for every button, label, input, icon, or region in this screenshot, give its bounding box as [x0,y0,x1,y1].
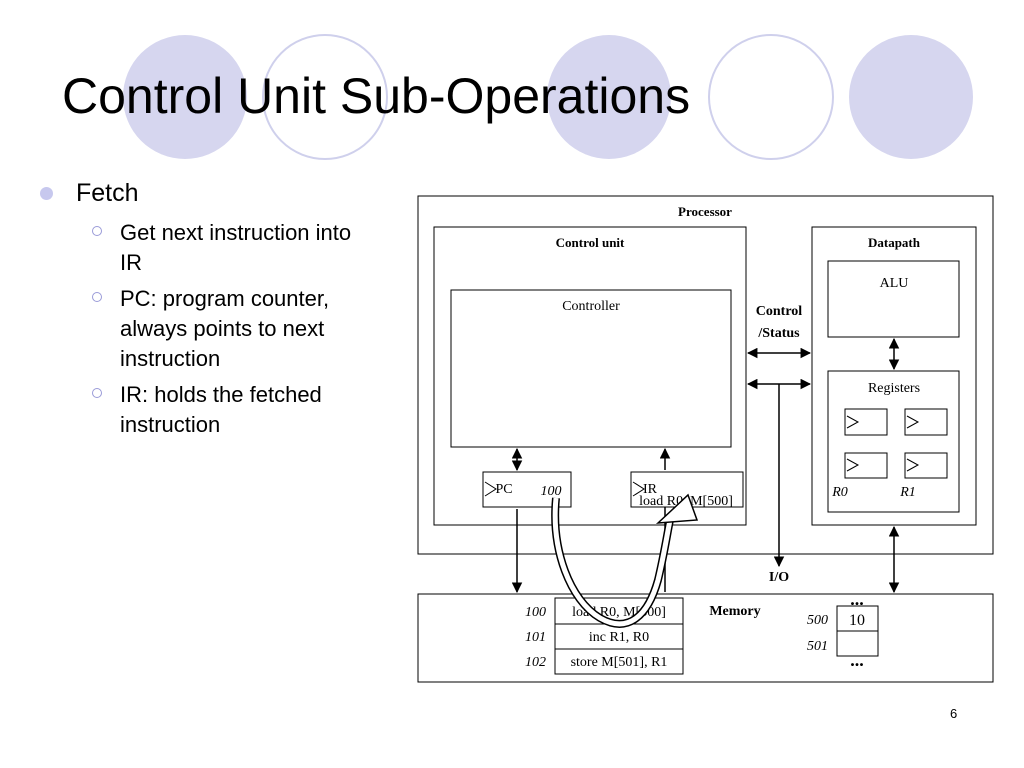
pc-value: 100 [541,484,562,499]
data-memory-cells [836,605,879,657]
io-label: I/O [769,570,789,585]
sub-bullet-list: Get next instruction into IR PC: program… [40,218,400,440]
sub-bullet-pc-description: PC: program counter, always points to ne… [40,284,400,374]
bullet-ring-icon [92,388,102,398]
control-status-label: /Status [757,326,800,341]
clock-triangle-icon [484,481,497,497]
sub-bullet-line: IR: holds the fetched [120,382,322,407]
data-memory-address: 500 [807,613,828,628]
memory-box [417,593,994,683]
ellipsis-top: ... [850,589,864,609]
controller-box [450,289,732,448]
fetch-flow-arrow [551,493,699,628]
memory-label: Memory [709,604,760,619]
deco-circle-outline [262,34,388,160]
bullet-ring-icon [92,226,102,236]
registers-box [827,370,960,513]
memory-content: inc R1, R0 [589,630,649,645]
register-cell [844,408,888,436]
sub-bullet-line: always points to next [120,316,325,341]
deco-circle-filled [123,35,247,159]
title-decoration [123,34,973,160]
sub-bullet-ir-description: IR: holds the fetched instruction [40,380,400,440]
data-memory-value: 10 [849,612,865,629]
bullet-ring-icon [92,292,102,302]
processor-box [417,195,994,555]
register-cell [904,408,948,436]
sub-bullet-line: instruction [120,412,221,437]
bullet-fetch-text: Fetch [76,179,139,207]
pc-label: PC [495,482,512,497]
register-cell-r0 [844,452,888,479]
sub-bullet-line: IR [120,250,142,275]
sub-bullet-line: Get next instruction into [120,220,352,245]
register-r0-label: R0 [831,485,848,500]
data-memory-address: 501 [807,639,828,654]
deco-circle-filled [547,35,671,159]
register-cell-r1 [904,452,948,479]
processor-label: Processor [678,204,732,219]
ellipsis-bottom: ... [850,650,864,670]
control-unit-box [433,226,747,526]
bullet-dot-icon [40,187,53,200]
alu-box [827,260,960,338]
sub-bullet-line: PC: program counter, [120,286,330,311]
controller-label: Controller [562,299,620,314]
page-number: 6 [950,706,958,721]
deco-circle-outline [708,34,834,160]
memory-address: 102 [525,655,546,670]
memory-address: 101 [525,630,546,645]
control-unit-label: Control unit [556,235,625,250]
memory-address: 100 [525,605,546,620]
datapath-label: Datapath [868,235,921,250]
sub-bullet-get-next-instruction: Get next instruction into IR [40,218,400,278]
control-status-label: Control [756,304,803,319]
datapath-box [811,226,977,526]
sub-bullet-line: instruction [120,346,221,371]
slide-title: Control Unit Sub-Operations [62,68,691,124]
bullet-list: Fetch Get next instruction into IR PC: p… [40,176,400,446]
memory-content: store M[501], R1 [571,655,668,670]
clock-triangle-icon [632,481,645,497]
registers-label: Registers [868,381,920,396]
alu-label: ALU [880,276,909,291]
register-r1-label: R1 [899,485,916,500]
memory-table [554,597,684,675]
bullet-fetch: Fetch [40,176,400,210]
ir-label: IR [643,482,658,497]
deco-circle-filled [849,35,973,159]
